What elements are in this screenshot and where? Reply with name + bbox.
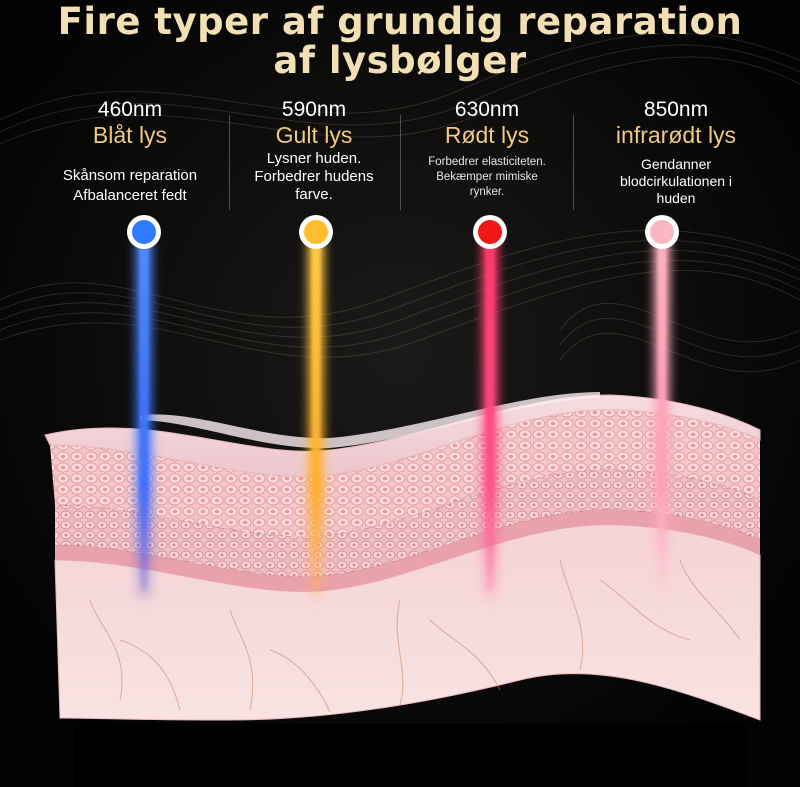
light-description: Gendanner blodcirkulationen i huden bbox=[578, 156, 774, 207]
wavelength-label: 850nm bbox=[643, 98, 709, 121]
description-line: Skånsom reparation bbox=[62, 167, 198, 184]
description-line: Forbedrer elasticiteten. bbox=[428, 156, 546, 168]
light-description: Forbedrer elasticiteten. Bekæmper mimisk… bbox=[403, 155, 571, 200]
column-divider bbox=[400, 115, 401, 210]
wavelength-label: 630nm bbox=[454, 98, 520, 121]
light-name: Gult lys bbox=[275, 122, 353, 148]
description-line: blodcirkulationen i bbox=[619, 173, 733, 189]
pink-light-dot-icon bbox=[645, 215, 679, 249]
light-column-infrared: 850nm infrarødt lys Gendanner blodcirkul… bbox=[578, 98, 774, 207]
blue-light-dot-icon bbox=[127, 215, 161, 249]
wavelength-label: 590nm bbox=[281, 98, 347, 121]
description-line: rynker. bbox=[469, 186, 505, 198]
light-column-yellow: 590nm Gult lys Lysner huden. Forbedrer h… bbox=[232, 98, 396, 204]
light-column-red: 630nm Rødt lys Forbedrer elasticiteten. … bbox=[403, 98, 571, 200]
description-line: farve. bbox=[295, 186, 333, 203]
red-light-dot-icon bbox=[473, 215, 507, 249]
light-column-blue: 460nm Blåt lys Skånsom reparation Afbala… bbox=[35, 98, 225, 206]
wavelength-label: 460nm bbox=[97, 98, 163, 121]
title-line-2: af lysbølger bbox=[273, 39, 527, 82]
description-line: Gendanner bbox=[640, 156, 712, 172]
description-line: Lysner huden. bbox=[266, 150, 362, 167]
description-line: Afbalanceret fedt bbox=[73, 187, 187, 204]
light-name: Rødt lys bbox=[444, 122, 530, 148]
description-line: Forbedrer hudens bbox=[254, 168, 374, 185]
description-line: huden bbox=[656, 190, 696, 206]
light-name: infrarødt lys bbox=[615, 122, 737, 148]
bottom-black-bar bbox=[75, 724, 747, 787]
column-divider bbox=[573, 115, 574, 210]
column-divider bbox=[229, 115, 230, 210]
light-description: Lysner huden. Forbedrer hudens farve. bbox=[232, 150, 396, 204]
page-title: Fire typer af grundig reparation af lysb… bbox=[0, 2, 800, 80]
light-name: Blåt lys bbox=[92, 122, 168, 148]
light-description: Skånsom reparation Afbalanceret fedt bbox=[35, 166, 225, 206]
description-line: Bekæmper mimiske bbox=[436, 171, 538, 183]
yellow-light-dot-icon bbox=[299, 215, 333, 249]
title-line-1: Fire typer af grundig reparation bbox=[57, 0, 743, 43]
